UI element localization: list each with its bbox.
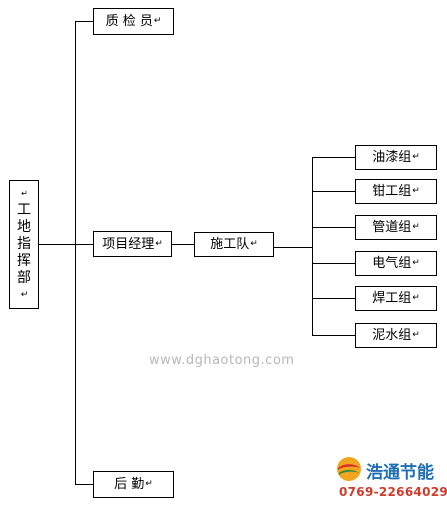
qc-label: 质 检 员 bbox=[105, 14, 153, 29]
project-manager-node: 项目经理 ↵ bbox=[93, 231, 172, 257]
trunk-to-pm-line bbox=[75, 244, 94, 245]
logistics-node: 后 勤 ↵ bbox=[93, 471, 174, 498]
group-label: 油漆组 bbox=[372, 150, 412, 165]
branch-to-group-5-line bbox=[312, 298, 355, 299]
group-node: 钳工组↵ bbox=[355, 179, 437, 204]
qc-node: 质 检 员 ↵ bbox=[93, 8, 174, 35]
root-char-3: 指 bbox=[17, 236, 31, 252]
root-char-4: 挥 bbox=[17, 253, 31, 269]
group-node: 油漆组↵ bbox=[355, 145, 437, 170]
logo-icon bbox=[337, 457, 361, 481]
group-label: 钳工组 bbox=[372, 184, 412, 199]
construction-team-node: 施工队 ↵ bbox=[194, 232, 274, 257]
root-char-2: 地 bbox=[17, 219, 31, 235]
project-manager-label: 项目经理 bbox=[102, 236, 155, 252]
group-label: 管道组 bbox=[372, 220, 412, 235]
root-char-5: 部↵ bbox=[17, 270, 31, 300]
logistics-label: 后 勤 bbox=[114, 477, 145, 492]
branch-to-group-2-line bbox=[312, 191, 355, 192]
group-node: 泥水组↵ bbox=[355, 323, 437, 348]
team-to-branch-line bbox=[273, 247, 313, 248]
watermark-text: www.dghaotong.com bbox=[149, 353, 295, 368]
logo-phone: 0769-22664029 bbox=[339, 485, 447, 499]
root-to-trunk-line bbox=[38, 244, 76, 245]
branch-to-group-6-line bbox=[312, 335, 355, 336]
pm-to-team-line bbox=[171, 244, 195, 245]
group-label: 泥水组 bbox=[372, 328, 412, 343]
group-node: 管道组↵ bbox=[355, 215, 437, 240]
group-node: 电气组↵ bbox=[355, 251, 437, 276]
logo-name: 浩通节能 bbox=[366, 463, 434, 483]
root-node: ↵ 工 地 指 挥 部↵ bbox=[9, 180, 39, 309]
group-label: 电气组 bbox=[372, 256, 412, 271]
trunk-to-logistics-line bbox=[75, 484, 94, 485]
branch-to-group-4-line bbox=[312, 263, 355, 264]
construction-team-label: 施工队 bbox=[210, 237, 250, 252]
branch-vertical-line bbox=[312, 157, 313, 336]
group-node: 焊工组↵ bbox=[355, 286, 437, 311]
group-label: 焊工组 bbox=[372, 291, 412, 306]
root-char-1: 工 bbox=[17, 202, 31, 218]
trunk-to-qc-line bbox=[75, 21, 94, 22]
branch-to-group-3-line bbox=[312, 227, 355, 228]
return-mark: ↵ bbox=[21, 189, 28, 198]
branch-to-group-1-line bbox=[312, 157, 355, 158]
trunk-vertical-line bbox=[75, 21, 76, 485]
